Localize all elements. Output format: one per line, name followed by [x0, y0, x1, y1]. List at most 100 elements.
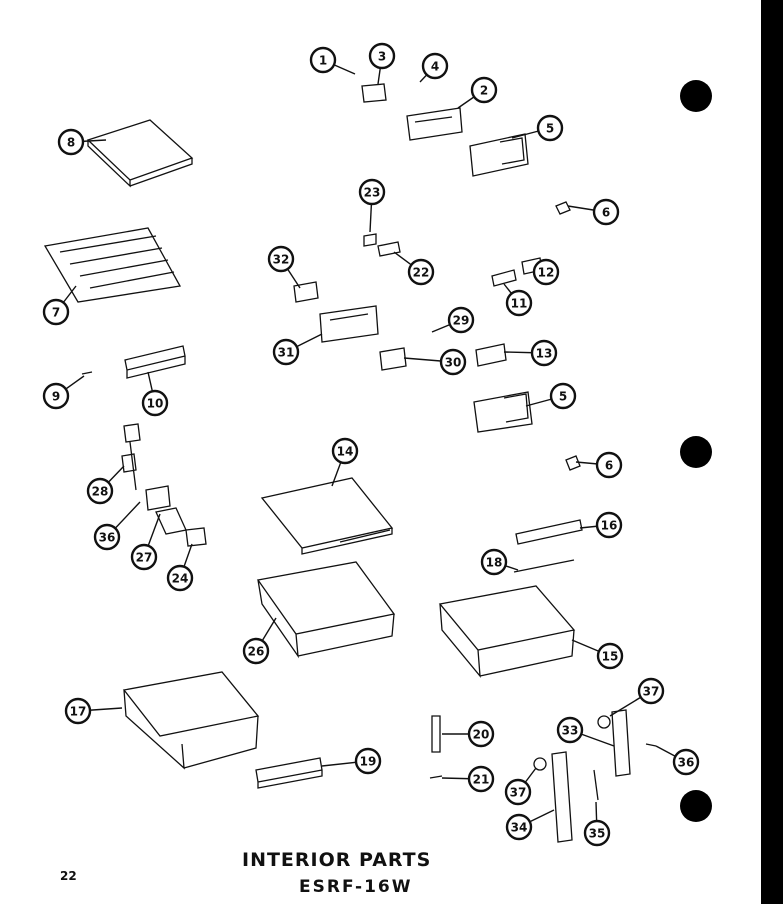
- part-shelf-glass-14: [260, 477, 394, 555]
- callout-18: 18: [480, 548, 508, 576]
- callout-number: 10: [147, 397, 164, 411]
- part-pan-15: [438, 585, 576, 678]
- callout-number: 30: [445, 356, 462, 370]
- callout-33: 33: [556, 716, 584, 744]
- callout-4: 4: [421, 52, 449, 80]
- callout-35: 35: [583, 819, 611, 847]
- callout-number: 7: [52, 306, 60, 320]
- part-screw-21: [429, 775, 443, 779]
- callout-number: 34: [511, 821, 528, 835]
- callout-number: 24: [172, 572, 189, 586]
- callout-number: 14: [337, 445, 354, 459]
- part-clip-13: [475, 343, 507, 367]
- callout-21: 21: [467, 765, 495, 793]
- parts-drawings: [43, 83, 657, 843]
- part-bracket-32: [293, 281, 319, 303]
- part-hinge-assembly: [121, 423, 207, 547]
- callout-number: 3: [378, 50, 386, 64]
- part-trim-16: [515, 519, 583, 545]
- part-housing-5b: [473, 391, 533, 433]
- callout-2: 2: [470, 76, 498, 104]
- callout-number: 18: [486, 556, 503, 570]
- part-knob-6a: [555, 201, 571, 215]
- part-washer-37b: [533, 757, 547, 771]
- callout-10: 10: [141, 389, 169, 417]
- callout-5: 5: [536, 114, 564, 142]
- callout-1: 1: [309, 46, 337, 74]
- callout-32: 32: [267, 245, 295, 273]
- callout-number: 33: [562, 724, 579, 738]
- part-switch-3: [361, 83, 387, 103]
- callout-12: 12: [532, 258, 560, 286]
- callout-number: 36: [99, 531, 116, 545]
- callout-9: 9: [42, 382, 70, 410]
- callout-number: 35: [589, 827, 606, 841]
- callout-number: 16: [601, 519, 618, 533]
- punch-hole-bottom: [680, 790, 712, 822]
- callout-20: 20: [467, 720, 495, 748]
- callout-34: 34: [505, 813, 533, 841]
- part-fitting-11: [491, 269, 517, 287]
- callout-number: 9: [52, 390, 60, 404]
- callout-number: 6: [602, 206, 610, 220]
- callout-37: 37: [637, 677, 665, 705]
- callout-number: 13: [536, 347, 553, 361]
- part-rail-19: [255, 757, 323, 789]
- callout-number: 32: [273, 253, 290, 267]
- callout-22: 22: [407, 258, 435, 286]
- callout-number: 8: [67, 136, 75, 150]
- punch-hole-middle: [680, 436, 712, 468]
- part-light-shield: [86, 119, 194, 188]
- callout-number: 29: [453, 314, 470, 328]
- callout-number: 21: [473, 773, 490, 787]
- callout-24: 24: [166, 564, 194, 592]
- part-screw-35: [593, 769, 599, 801]
- part-trim-18: [513, 559, 575, 573]
- part-crisper-26: [256, 561, 396, 659]
- callout-number: 26: [248, 645, 265, 659]
- callout-27: 27: [130, 543, 158, 571]
- callout-23: 23: [358, 178, 386, 206]
- punch-hole-top: [680, 80, 712, 112]
- callout-36: 36: [93, 523, 121, 551]
- part-shelf-rack: [43, 227, 182, 303]
- part-screw-36: [645, 743, 657, 747]
- page-edge-bar: [761, 0, 783, 904]
- callout-number: 5: [559, 390, 567, 404]
- callout-30: 30: [439, 348, 467, 376]
- callout-number: 20: [473, 728, 490, 742]
- part-plate-31: [319, 305, 379, 343]
- page-number: 22: [60, 869, 77, 883]
- part-housing-5a: [469, 133, 529, 177]
- callout-16: 16: [595, 511, 623, 539]
- part-rail-20: [431, 715, 441, 753]
- callout-number: 15: [602, 650, 619, 664]
- callout-number: 23: [364, 186, 381, 200]
- part-rail-33: [611, 709, 631, 777]
- callout-number: 31: [278, 346, 295, 360]
- callout-19: 19: [354, 747, 382, 775]
- callout-5: 5: [549, 382, 577, 410]
- callout-number: 11: [511, 297, 528, 311]
- callout-number: 22: [413, 266, 430, 280]
- callout-3: 3: [368, 42, 396, 70]
- callout-number: 37: [510, 786, 527, 800]
- part-rail-10: [124, 345, 186, 379]
- callout-6: 6: [595, 451, 623, 479]
- callout-15: 15: [596, 642, 624, 670]
- callout-28: 28: [86, 477, 114, 505]
- callout-number: 27: [136, 551, 153, 565]
- model-number: ESRF-16W: [299, 877, 413, 897]
- part-bracket-2: [406, 107, 463, 141]
- callout-37: 37: [504, 778, 532, 806]
- callout-6: 6: [592, 198, 620, 226]
- callout-26: 26: [242, 637, 270, 665]
- part-washer-37a: [597, 715, 611, 729]
- callout-number: 4: [431, 60, 439, 74]
- callout-number: 5: [546, 122, 554, 136]
- callout-number: 37: [643, 685, 660, 699]
- callout-8: 8: [57, 128, 85, 156]
- callout-7: 7: [42, 298, 70, 326]
